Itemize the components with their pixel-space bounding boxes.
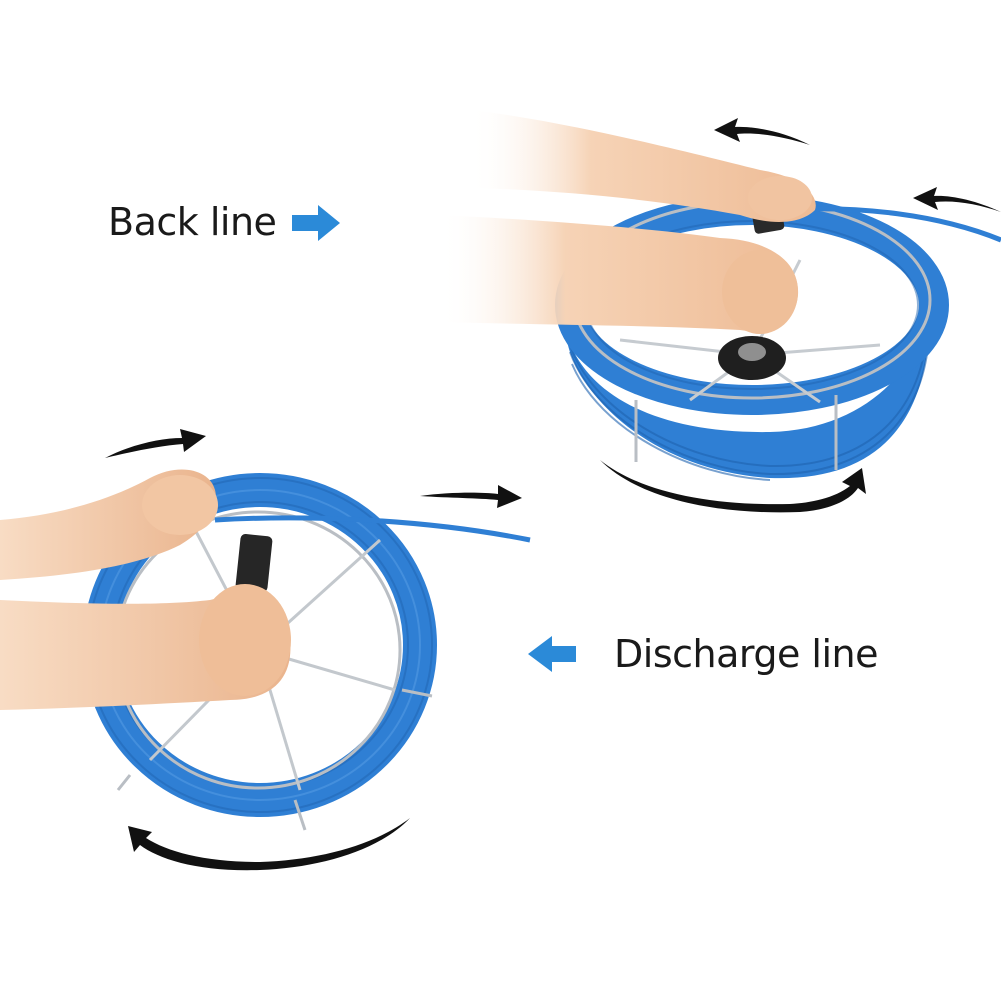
arrow-right-icon [292,205,340,241]
bottom-hands [0,469,291,710]
top-motion-arrows [600,118,1001,513]
top-arrow-right [913,187,1001,212]
top-upper-fist [748,176,812,220]
arrow-left-icon [528,636,576,672]
top-arrow-upper [714,118,810,145]
top-lower-arm [440,215,799,332]
top-reel-coil-side [566,290,930,479]
bottom-arrow-bottom [128,818,410,871]
bottom-reel-cable [214,515,531,543]
bottom-reel-clamp [235,533,273,593]
bottom-motion-arrows [105,429,522,871]
discharge-line-label: Discharge line [614,632,879,676]
back-line-label: Back line [108,200,277,244]
bottom-lower-fist [199,584,291,696]
top-lower-fist [722,250,798,334]
top-upper-arm [470,110,816,222]
bottom-arrow-upper [105,429,206,458]
bottom-upper-fist [142,475,218,535]
top-reel-posts [634,395,838,470]
bottom-arrow-right [420,485,522,508]
top-reel-coil-stripes [567,319,930,481]
top-hands [440,110,816,334]
bottom-reel-clips [116,688,433,831]
